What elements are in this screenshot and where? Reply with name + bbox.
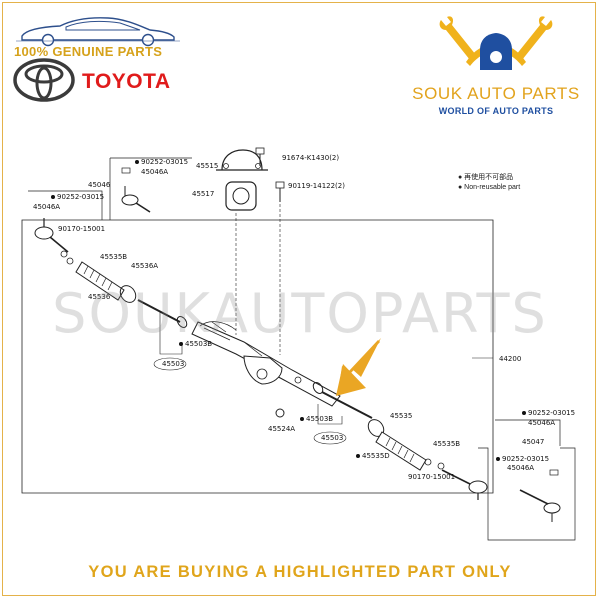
part-label: 90119-14122(2): [288, 182, 345, 190]
left-boot: [75, 261, 137, 303]
part-label: 90252-03015: [57, 193, 104, 201]
part-label: 90252-03015: [528, 409, 575, 417]
genuine-parts-tagline: 100% GENUINE PARTS: [14, 44, 163, 59]
left-inner-rod: [137, 299, 188, 328]
legend: ● 再使用不可部品 ● Non-reusable part: [458, 173, 520, 193]
right-inner-rod: [312, 382, 373, 419]
part-label: 90252-03015: [141, 158, 188, 166]
right-tie-rod-end: [437, 462, 488, 500]
legend-line-1: ● 再使用不可部品: [458, 174, 514, 181]
part-label: 45503: [321, 434, 343, 442]
part-label: 45535B: [100, 253, 127, 261]
right-boot: [367, 419, 432, 471]
part-label: 91674-K1430(2): [282, 154, 339, 162]
legend-line-2: ● Non-reusable part: [458, 184, 521, 191]
non-reusable-markers: [51, 160, 526, 461]
bolt-90119: [275, 181, 285, 202]
part-label: 45046A: [141, 168, 168, 176]
part-label: 45535D: [362, 452, 390, 460]
toyota-emblem-icon: [13, 58, 75, 102]
part-label: 44200: [499, 355, 521, 363]
bush-45517: [225, 181, 257, 211]
part-label: 45046A: [33, 203, 60, 211]
wrench-icon: [439, 16, 553, 70]
assembly-frame: [21, 219, 494, 494]
tie-rod-end-45047: [519, 469, 561, 522]
part-label: 45503B: [185, 340, 212, 348]
bolt-91674: [255, 147, 265, 166]
nut-45524A: [275, 408, 285, 418]
part-label: 45515: [196, 162, 218, 170]
part-label: 45046A: [507, 464, 534, 472]
part-label: 45517: [192, 190, 214, 198]
watermark-text: SOUKAUTOPARTS: [52, 282, 548, 345]
part-label: 45047: [522, 438, 544, 446]
part-labels: 91674-K1430(2) 90119-14122(2) 45515 4551…: [33, 154, 575, 481]
tie-rod-end-45046: [121, 167, 151, 213]
car-silhouette-icon: [16, 17, 180, 47]
part-label: 45535: [390, 412, 412, 420]
part-label: 90170-15001: [58, 225, 105, 233]
rack-housing: [191, 321, 341, 407]
part-label: 45046: [88, 181, 111, 189]
shop-tagline: WORLD OF AUTO PARTS: [438, 106, 554, 116]
part-label: 45536: [88, 293, 111, 301]
part-label: 45503: [162, 360, 184, 368]
shop-name: SOUK AUTO PARTS: [412, 84, 580, 103]
footer-notice: YOU ARE BUYING A HIGHLIGHTED PART ONLY: [88, 563, 512, 581]
arrow-icon: [336, 338, 381, 396]
part-label: 45536A: [131, 262, 158, 270]
brand-name: TOYOTA: [82, 70, 171, 93]
part-label: 90170-15001: [408, 473, 455, 481]
part-label: 45046A: [528, 419, 555, 427]
part-label: 45535B: [433, 440, 460, 448]
part-label: 45524A: [268, 425, 295, 433]
left-tie-rod-end: [34, 218, 74, 265]
part-label: 90252-03015: [502, 455, 549, 463]
part-label: 45503B: [306, 415, 333, 423]
